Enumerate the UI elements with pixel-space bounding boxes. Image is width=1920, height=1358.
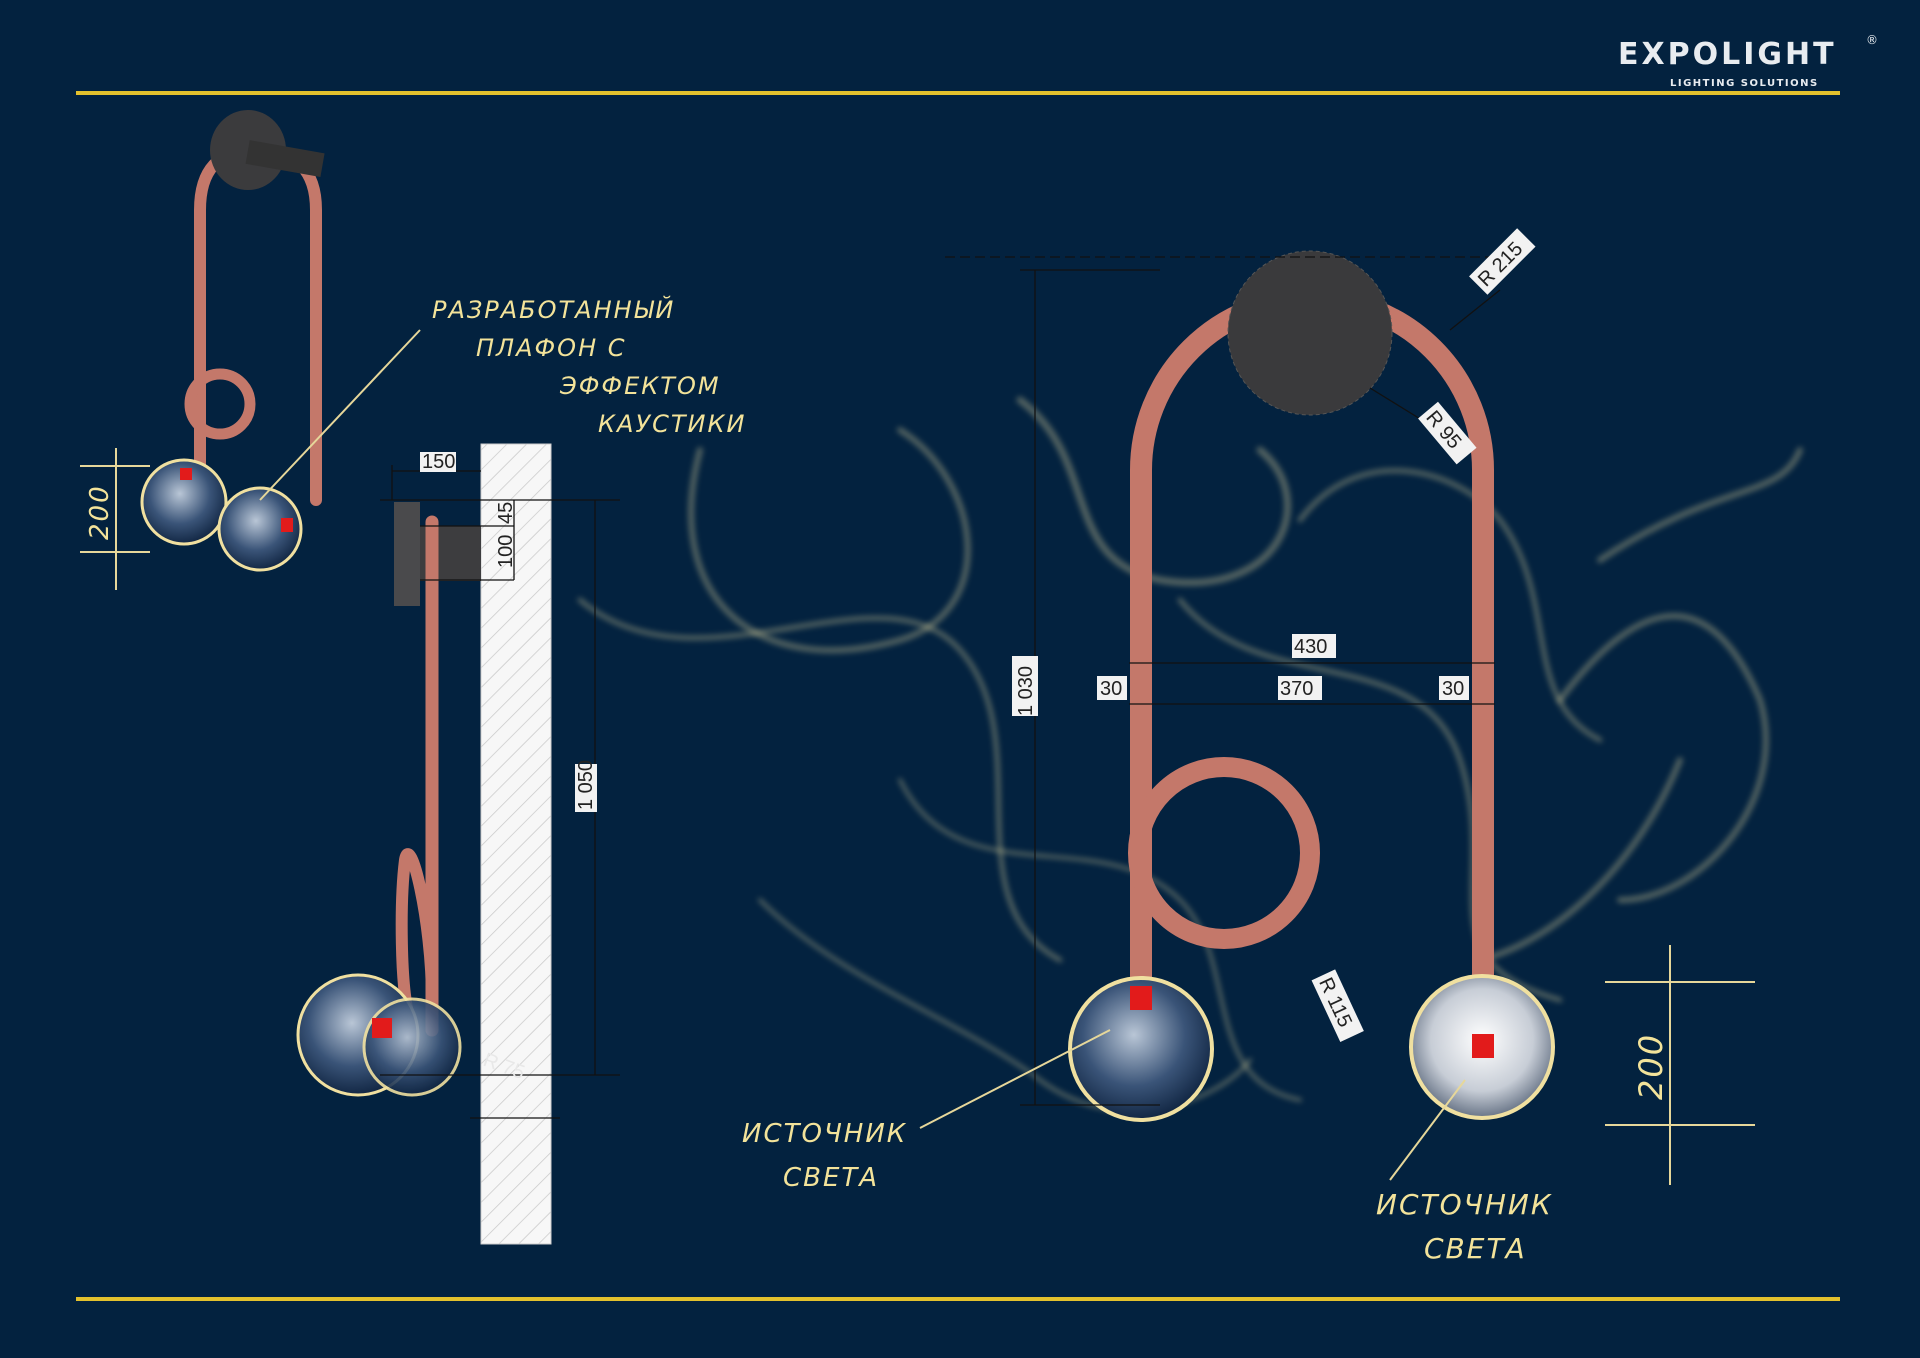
dim-left-height: 200	[85, 484, 115, 540]
dim-front-width: 430	[1294, 636, 1327, 658]
dim-front-tube-right: 30	[1442, 678, 1464, 700]
dim-side-depth: 150	[422, 451, 455, 473]
shade-annotation: РАЗРАБОТАННЫЙ ПЛАФОН С ЭФФЕКТОМ КАУСТИКИ	[432, 295, 746, 438]
brand-name: EXPOLIGHT	[1618, 37, 1837, 72]
shade-annotation-line: РАЗРАБОТАННЫЙ	[432, 295, 675, 324]
brand-tagline: LIGHTING SOLUTIONS	[1670, 78, 1819, 89]
light-source-label-line: СВЕТА	[1424, 1232, 1527, 1265]
dim-front-height: 1 030	[1015, 666, 1037, 716]
registered-mark: ®	[1866, 33, 1878, 47]
shade-annotation-line: ПЛАФОН С	[476, 334, 627, 362]
wall-mount-disk	[1227, 250, 1393, 416]
top-accent-line	[76, 91, 1840, 95]
dim-side-height: 1 050	[575, 760, 597, 810]
side-view: 150 45 100 1 050 R 75	[296, 443, 620, 1245]
dim-front-inner-width: 370	[1280, 678, 1313, 700]
perspective-view: 200 РАЗРАБОТАННЫЙ ПЛАФОН С ЭФФЕКТОМ КАУС…	[80, 110, 746, 590]
wall-section	[480, 443, 552, 1245]
globe	[1068, 976, 1214, 1122]
light-source-label-line: ИСТОЧНИК	[742, 1119, 907, 1149]
smoke-background	[577, 396, 1803, 1113]
front-view: 430 370 30 30 1 030 R 215 R 95 R 115 200…	[742, 228, 1755, 1265]
bottom-accent-line	[76, 1297, 1840, 1301]
brand-logo: EXPOLIGHT ® LIGHTING SOLUTIONS	[1618, 33, 1878, 89]
light-source-label-left: ИСТОЧНИК СВЕТА	[742, 1119, 907, 1193]
globe	[217, 486, 303, 572]
shade-annotation-line: ЭФФЕКТОМ	[559, 372, 721, 400]
light-source-label-line: СВЕТА	[783, 1163, 879, 1193]
dim-side-offset: 45	[495, 502, 517, 524]
shade-annotation-line: КАУСТИКИ	[598, 410, 746, 438]
dim-side-mount: 100	[495, 535, 517, 568]
light-source-label-right: ИСТОЧНИК СВЕТА	[1376, 1188, 1553, 1265]
dim-right-height: 200	[1632, 1033, 1670, 1100]
dim-front-tube-left: 30	[1100, 678, 1122, 700]
globe	[362, 997, 462, 1097]
globe	[140, 458, 228, 546]
light-source-label-line: ИСТОЧНИК	[1376, 1188, 1553, 1221]
